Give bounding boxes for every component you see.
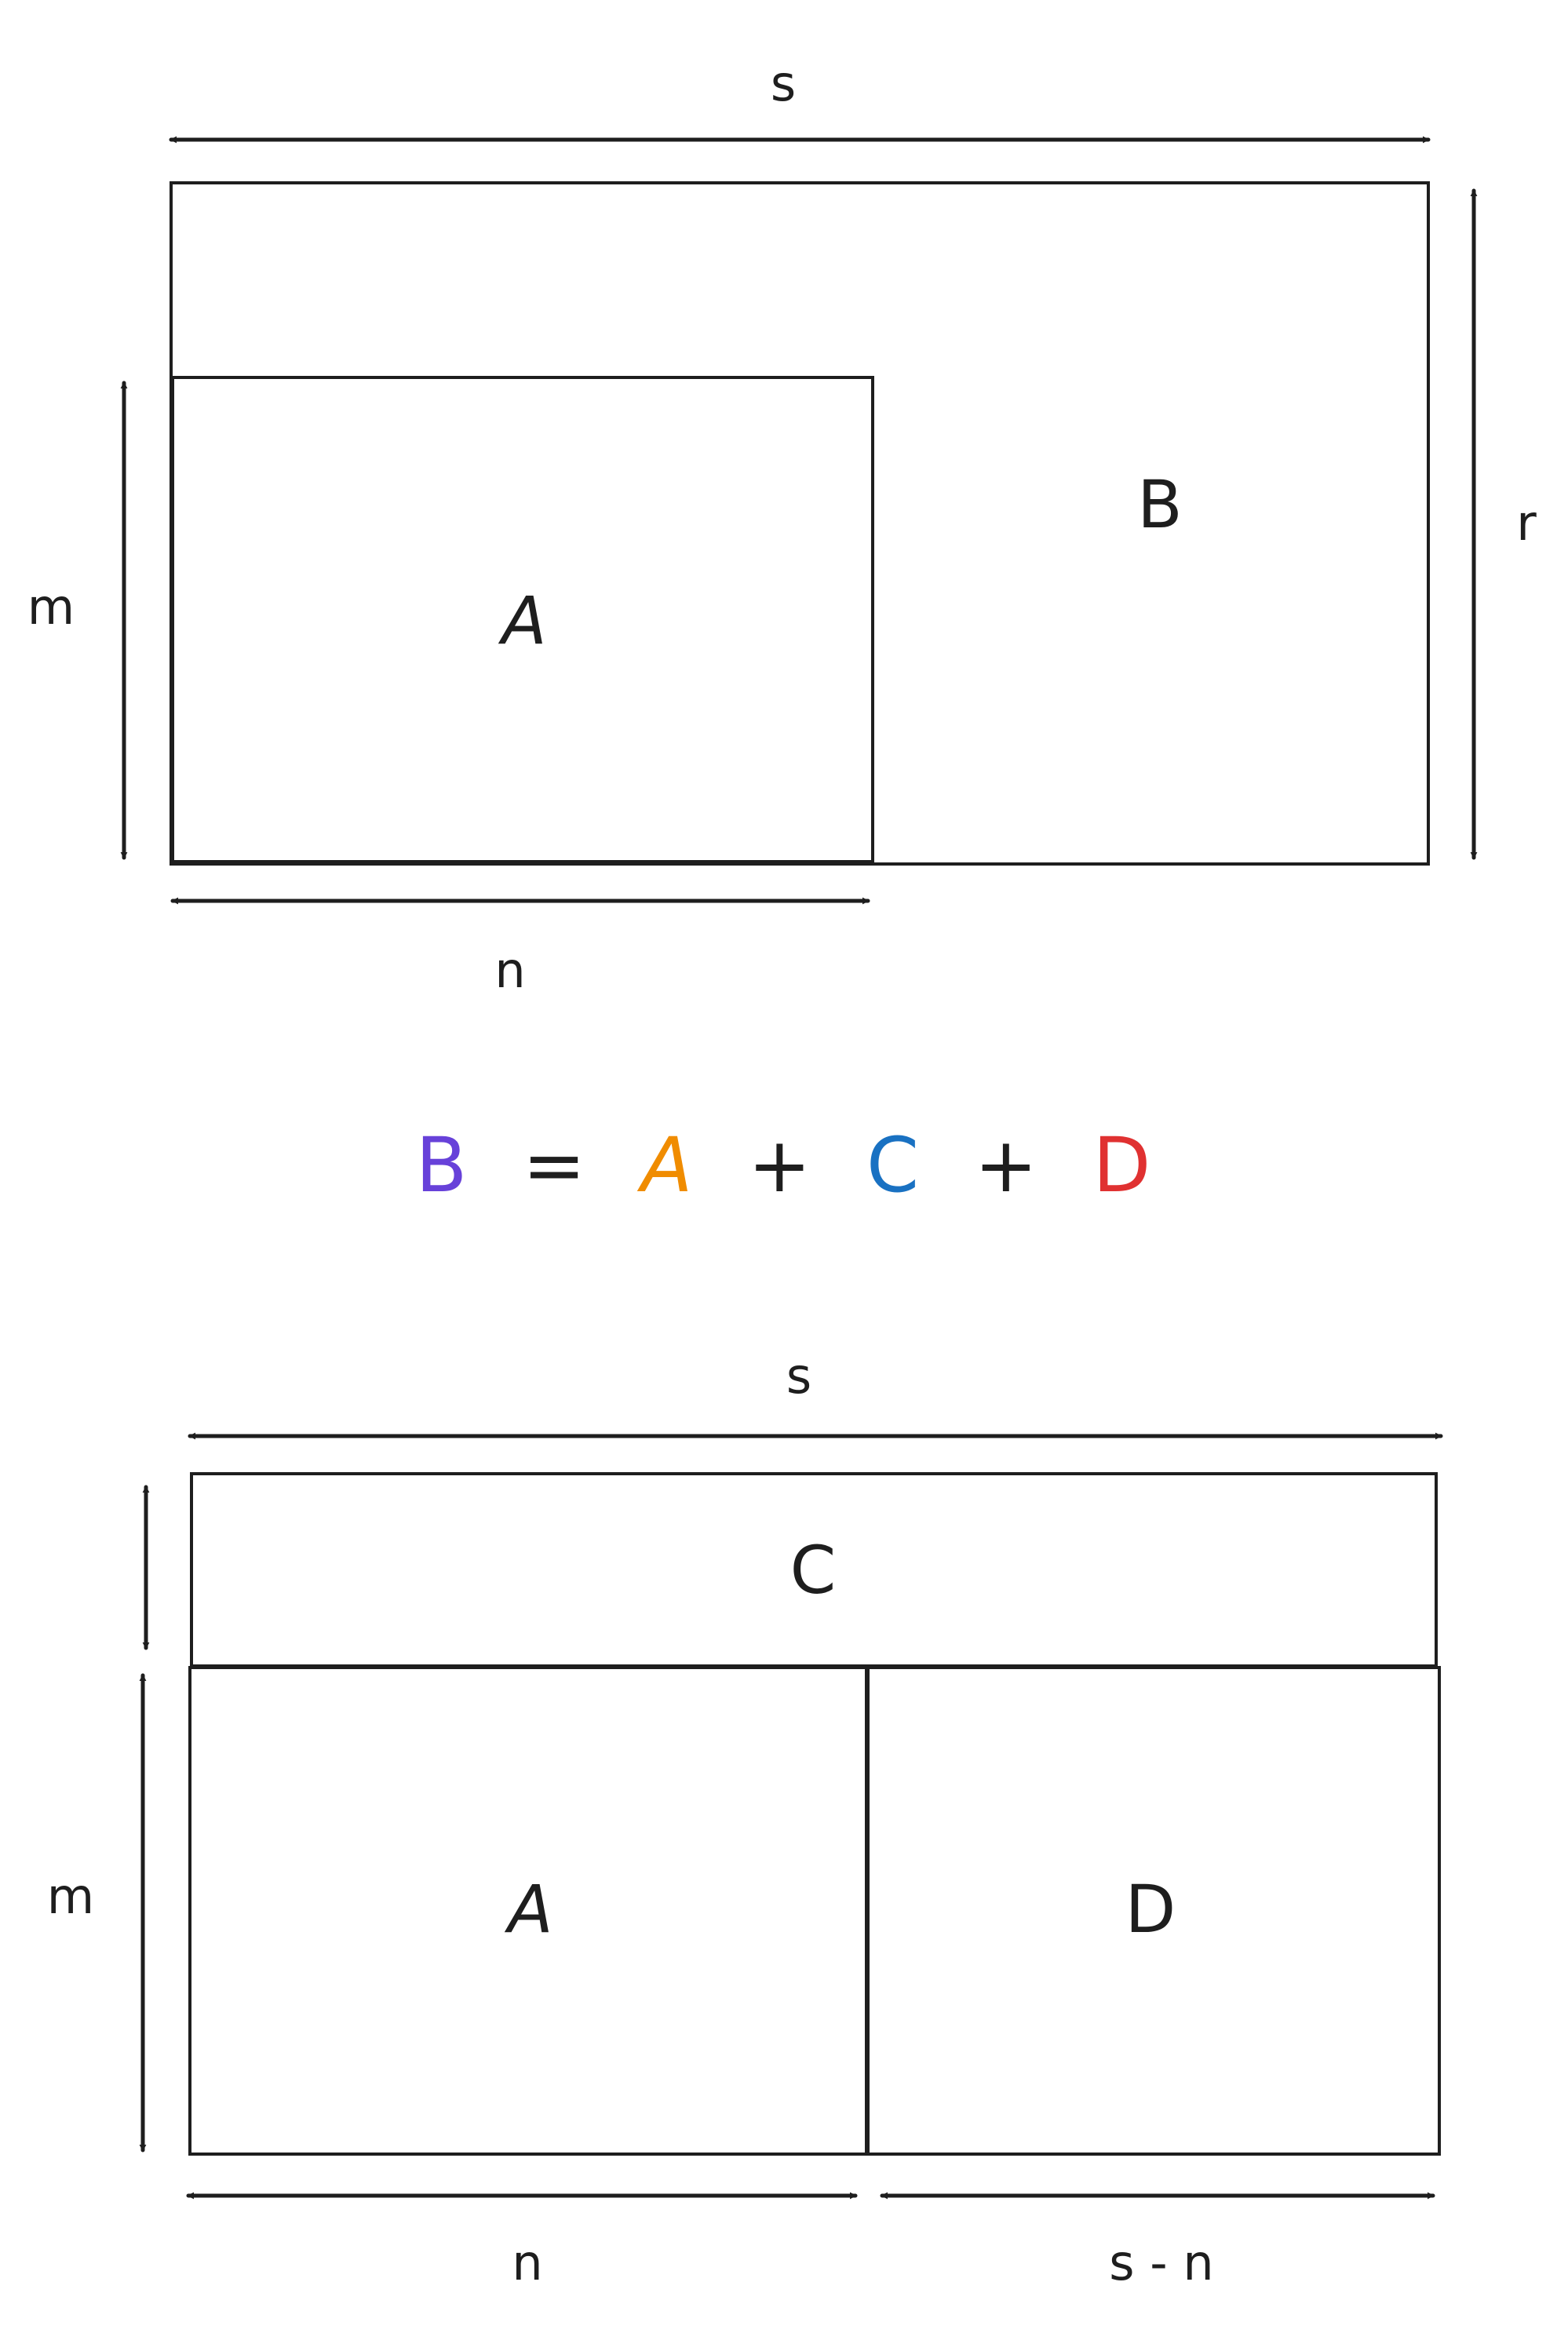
- dim-label-s-top: s: [771, 55, 796, 112]
- bottom-diagram: C A D s m n s - n: [47, 1347, 1443, 2291]
- equation-lhs-b: B: [416, 1121, 468, 1209]
- region-b: [170, 181, 1430, 866]
- region-a-top: [171, 376, 874, 863]
- dim-label-n-bottom: n: [512, 2234, 542, 2291]
- region-d-label: D: [1125, 1871, 1176, 1948]
- dim-label-m-bottom: m: [47, 1868, 94, 1925]
- equation: B = A + C + D: [416, 1121, 1151, 1209]
- dim-label-r: r: [1516, 494, 1537, 552]
- equation-term-c: C: [866, 1121, 919, 1209]
- dim-label-n-top: n: [494, 942, 525, 999]
- svg-text:B = A +: B = A + C + D: [416, 1121, 1151, 1209]
- equation-plus-2: +: [975, 1121, 1037, 1209]
- equation-term-a: A: [636, 1121, 693, 1209]
- region-b-label: B: [1137, 466, 1183, 543]
- top-diagram: B A s r m n: [27, 55, 1537, 999]
- region-c-label: C: [790, 1532, 837, 1609]
- dim-label-s-bottom: s: [786, 1347, 811, 1405]
- dim-label-m-top: m: [27, 578, 75, 636]
- region-a-label-top: A: [498, 582, 546, 659]
- equation-equals: =: [523, 1121, 585, 1209]
- equation-term-d: D: [1093, 1121, 1151, 1209]
- equation-plus-1: +: [748, 1121, 811, 1209]
- region-d: [866, 1666, 1441, 2156]
- region-a-label-bottom: A: [504, 1871, 552, 1948]
- dim-label-s-minus-n: s - n: [1109, 2234, 1213, 2291]
